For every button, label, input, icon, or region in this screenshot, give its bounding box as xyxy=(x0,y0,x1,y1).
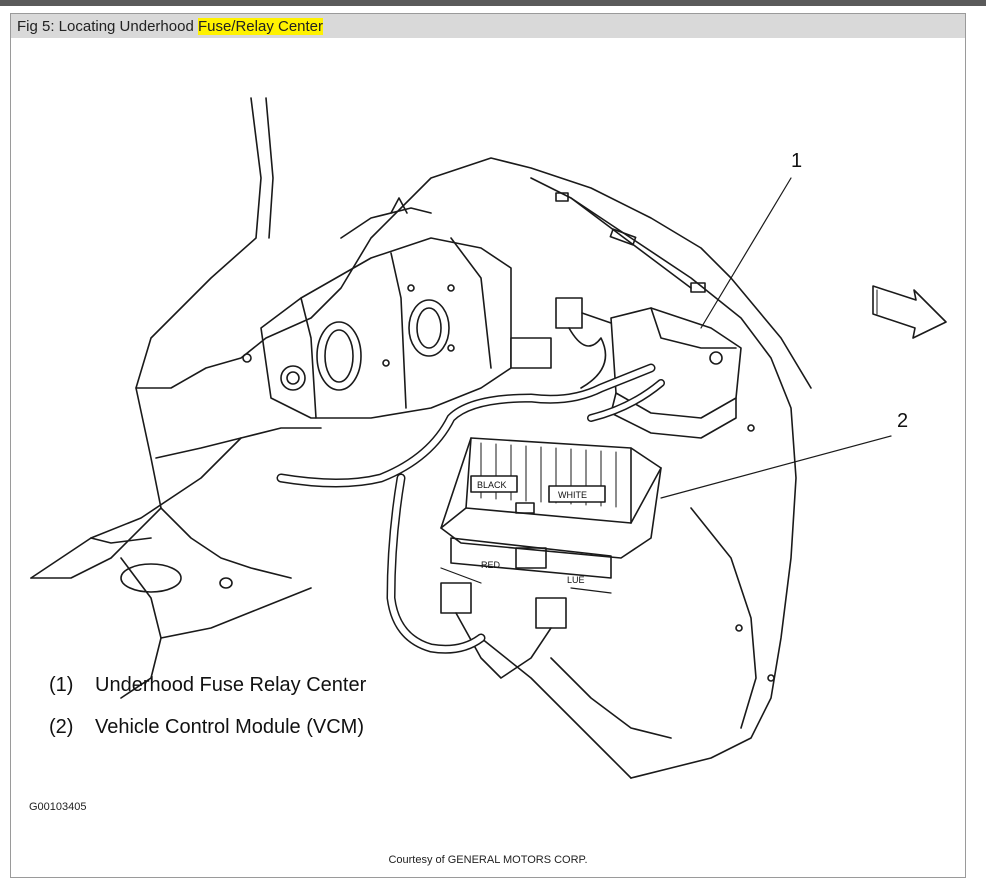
legend-item-1: (1) Underhood Fuse Relay Center xyxy=(49,674,366,697)
courtesy-line: Courtesy of GENERAL MOTORS CORP. xyxy=(388,854,588,866)
center-housing xyxy=(242,197,512,419)
label-blue: LUE xyxy=(567,575,585,585)
leader-line-1 xyxy=(700,177,792,329)
label-red: RED xyxy=(481,560,501,570)
vehicle-control-module xyxy=(440,437,662,679)
figure-code: G00103405 xyxy=(29,801,87,813)
caption-highlight: Fuse/Relay Center xyxy=(197,18,324,35)
callout-2: 2 xyxy=(897,410,909,432)
fender-structure xyxy=(480,177,812,779)
caption-bar: Fig 5: Locating Underhood Fuse/Relay Cen… xyxy=(11,14,965,38)
leader-line-2 xyxy=(660,435,892,499)
firewall-structure xyxy=(30,97,732,699)
figure-caption: Fig 5: Locating Underhood Fuse/Relay Cen… xyxy=(17,18,324,35)
callout-1: 1 xyxy=(791,150,803,172)
legend-number: (1) xyxy=(49,674,74,696)
legend-item-2: (2) Vehicle Control Module (VCM) xyxy=(49,716,364,739)
figure-frame: Fig 5: Locating Underhood Fuse/Relay Cen… xyxy=(10,13,966,878)
window-top-bar xyxy=(0,0,986,6)
forward-arrow-icon xyxy=(872,285,947,339)
legend-text: Vehicle Control Module (VCM) xyxy=(95,716,364,738)
engine-bay-diagram: BLACK WHITE RED LUE xyxy=(30,97,947,779)
legend-number: (2) xyxy=(49,716,74,738)
legend-text: Underhood Fuse Relay Center xyxy=(95,674,367,696)
fuse-relay-center xyxy=(510,297,742,439)
caption-prefix: Fig 5: Locating Underhood xyxy=(17,18,198,35)
label-black: BLACK xyxy=(477,480,507,490)
label-white: WHITE xyxy=(558,490,587,500)
wiring-harness xyxy=(276,327,665,654)
